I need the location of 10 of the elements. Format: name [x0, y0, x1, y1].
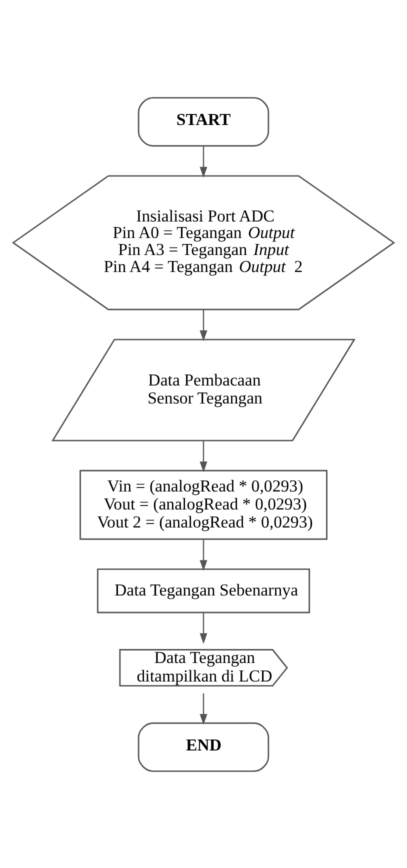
arrow: [200, 440, 208, 472]
node-box: Vin = (analogRead * 0,0293) Vout = (analogRead * 0,0293) Vout 2 = (analogRead * 0,0293): [80, 469, 328, 540]
arrow: [200, 146, 208, 178]
arrow: [200, 309, 208, 341]
arrow: [200, 692, 208, 724]
arrow: [200, 539, 208, 570]
node-box: Data Tegangan Sebenarnya: [96, 568, 310, 613]
node-box: END: [138, 722, 270, 772]
arrow: [200, 612, 208, 644]
node-box: START: [138, 96, 270, 146]
